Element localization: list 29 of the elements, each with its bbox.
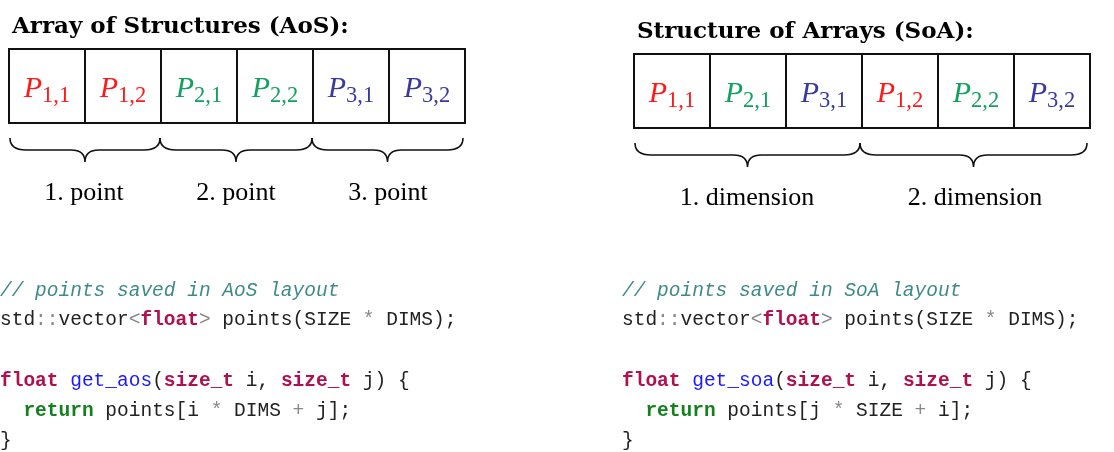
heading: Structure of Arrays (SoA):: [637, 15, 974, 45]
code-line: }: [622, 429, 634, 452]
brace-label: 1. point: [44, 176, 124, 208]
array-cell: P$_{2,1}$: [160, 48, 238, 124]
array-cell: P$_{1,2}$: [84, 48, 162, 124]
code-line: std::vector<float> points(SIZE * DIMS);: [622, 308, 1079, 333]
brace-label: 2. point: [196, 176, 276, 208]
code-line: std::vector<float> points(SIZE * DIMS);: [0, 308, 457, 333]
brace-label: 2. dimension: [907, 181, 1043, 213]
brace-label: 3. point: [348, 176, 428, 208]
code-comment: // points saved in AoS layout: [0, 279, 340, 304]
array-cell: P$_{1,1}$: [8, 48, 86, 124]
code-line: return points[i * DIMS + j];: [22, 399, 352, 424]
array-cell: P$_{2,2}$: [937, 53, 1015, 129]
array-cell: P$_{3,1}$: [785, 53, 863, 129]
array-cell: P$_{1,1}$: [633, 53, 711, 129]
array-cell: P$_{1,2}$: [861, 53, 939, 129]
array-cell: P$_{2,1}$: [709, 53, 787, 129]
brace-label: 1. dimension: [679, 181, 815, 213]
array-cell: P$_{2,2}$: [236, 48, 314, 124]
array-cell: P$_{3,2}$: [388, 48, 466, 124]
code-line: float get_soa(size_t i, size_t j) {: [622, 369, 1032, 394]
array-cell: P$_{3,1}$: [312, 48, 390, 124]
array-cell: P$_{3,2}$: [1013, 53, 1091, 129]
code-line: float get_aos(size_t i, size_t j) {: [0, 369, 410, 394]
code-comment: // points saved in SoA layout: [622, 279, 962, 304]
code-line: }: [0, 429, 12, 452]
code-line: return points[j * SIZE + i];: [644, 399, 974, 424]
heading: Array of Structures (AoS):: [12, 10, 349, 40]
